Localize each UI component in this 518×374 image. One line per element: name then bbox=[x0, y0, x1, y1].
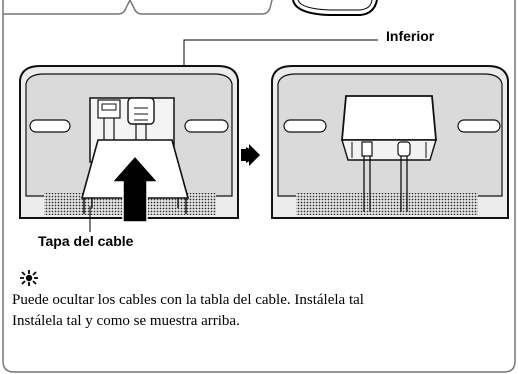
left-panel-diagram bbox=[19, 65, 239, 232]
top-connector bbox=[3, 0, 273, 15]
speaker-grill-right bbox=[296, 193, 478, 215]
insert-arrow-icon bbox=[110, 154, 160, 223]
right-panel-diagram bbox=[271, 65, 509, 219]
note-line-2: Instálela tal y como se muestra arriba. bbox=[12, 313, 240, 329]
tip-sparkle-icon bbox=[20, 270, 38, 286]
speaker-base-partial bbox=[292, 0, 378, 16]
tip-note: Puede ocultar los cables con la tabla de… bbox=[12, 290, 512, 332]
cable-left bbox=[363, 156, 371, 212]
note-line-1: Puede ocultar los cables con la tabla de… bbox=[12, 292, 364, 308]
cable-right bbox=[400, 156, 408, 212]
installed-cable-cover bbox=[341, 95, 437, 141]
label-inferior: Inferior bbox=[386, 28, 435, 44]
label-tapa-del-cable: Tapa del cable bbox=[38, 233, 134, 249]
